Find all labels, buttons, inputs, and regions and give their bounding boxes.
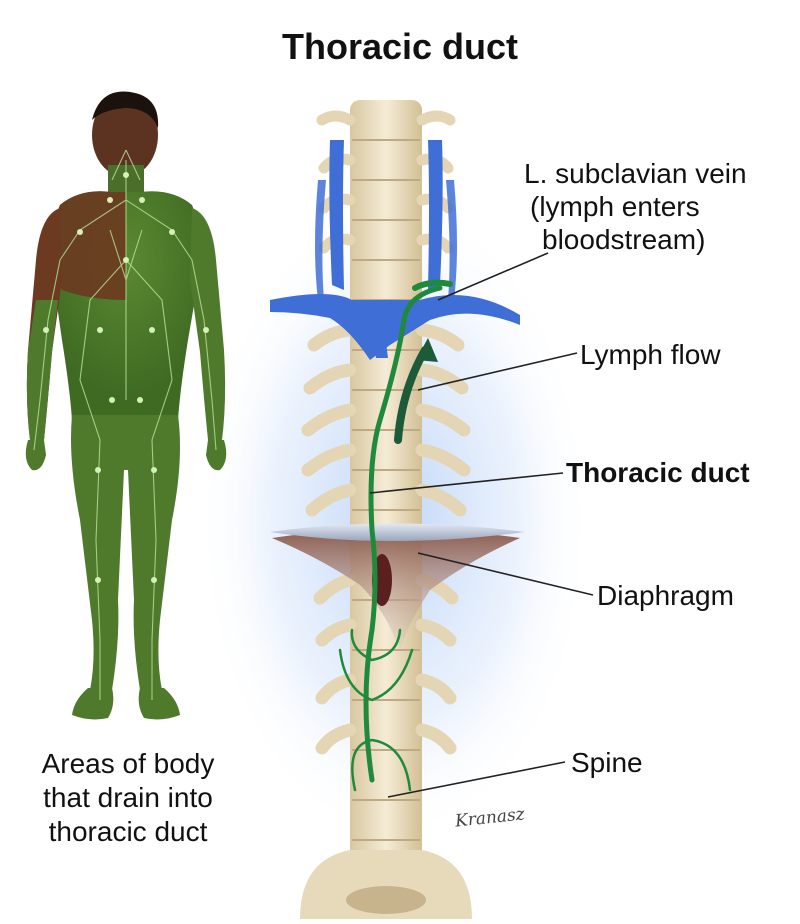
lymph-flow-arrow: [394, 338, 438, 444]
label-diaphragm: Diaphragm: [597, 580, 734, 611]
label-lymph-flow: Lymph flow: [580, 339, 721, 370]
thoracic-duct: [338, 279, 453, 792]
label-subclavian-line2: (lymph enters: [530, 191, 700, 222]
human-figure: [25, 91, 227, 720]
label-spine: Spine: [571, 747, 643, 778]
caption-line3: thoracic duct: [48, 816, 208, 847]
caption-line2: that drain into: [43, 782, 213, 813]
label-subclavian-line1: L. subclavian vein: [524, 158, 747, 189]
label-thoracic-duct: Thoracic duct: [566, 457, 750, 488]
page-title: Thoracic duct: [281, 26, 519, 67]
veins: [270, 140, 520, 360]
caption-line1: Areas of body: [41, 748, 215, 779]
label-subclavian-vein: L. subclavian vein (lymph enters bloodst…: [524, 157, 747, 256]
leader-lines: [369, 252, 594, 798]
figure-caption: Areas of body that drain into thoracic d…: [8, 747, 248, 849]
label-subclavian-line3: bloodstream): [542, 224, 706, 255]
spine: [300, 100, 472, 919]
